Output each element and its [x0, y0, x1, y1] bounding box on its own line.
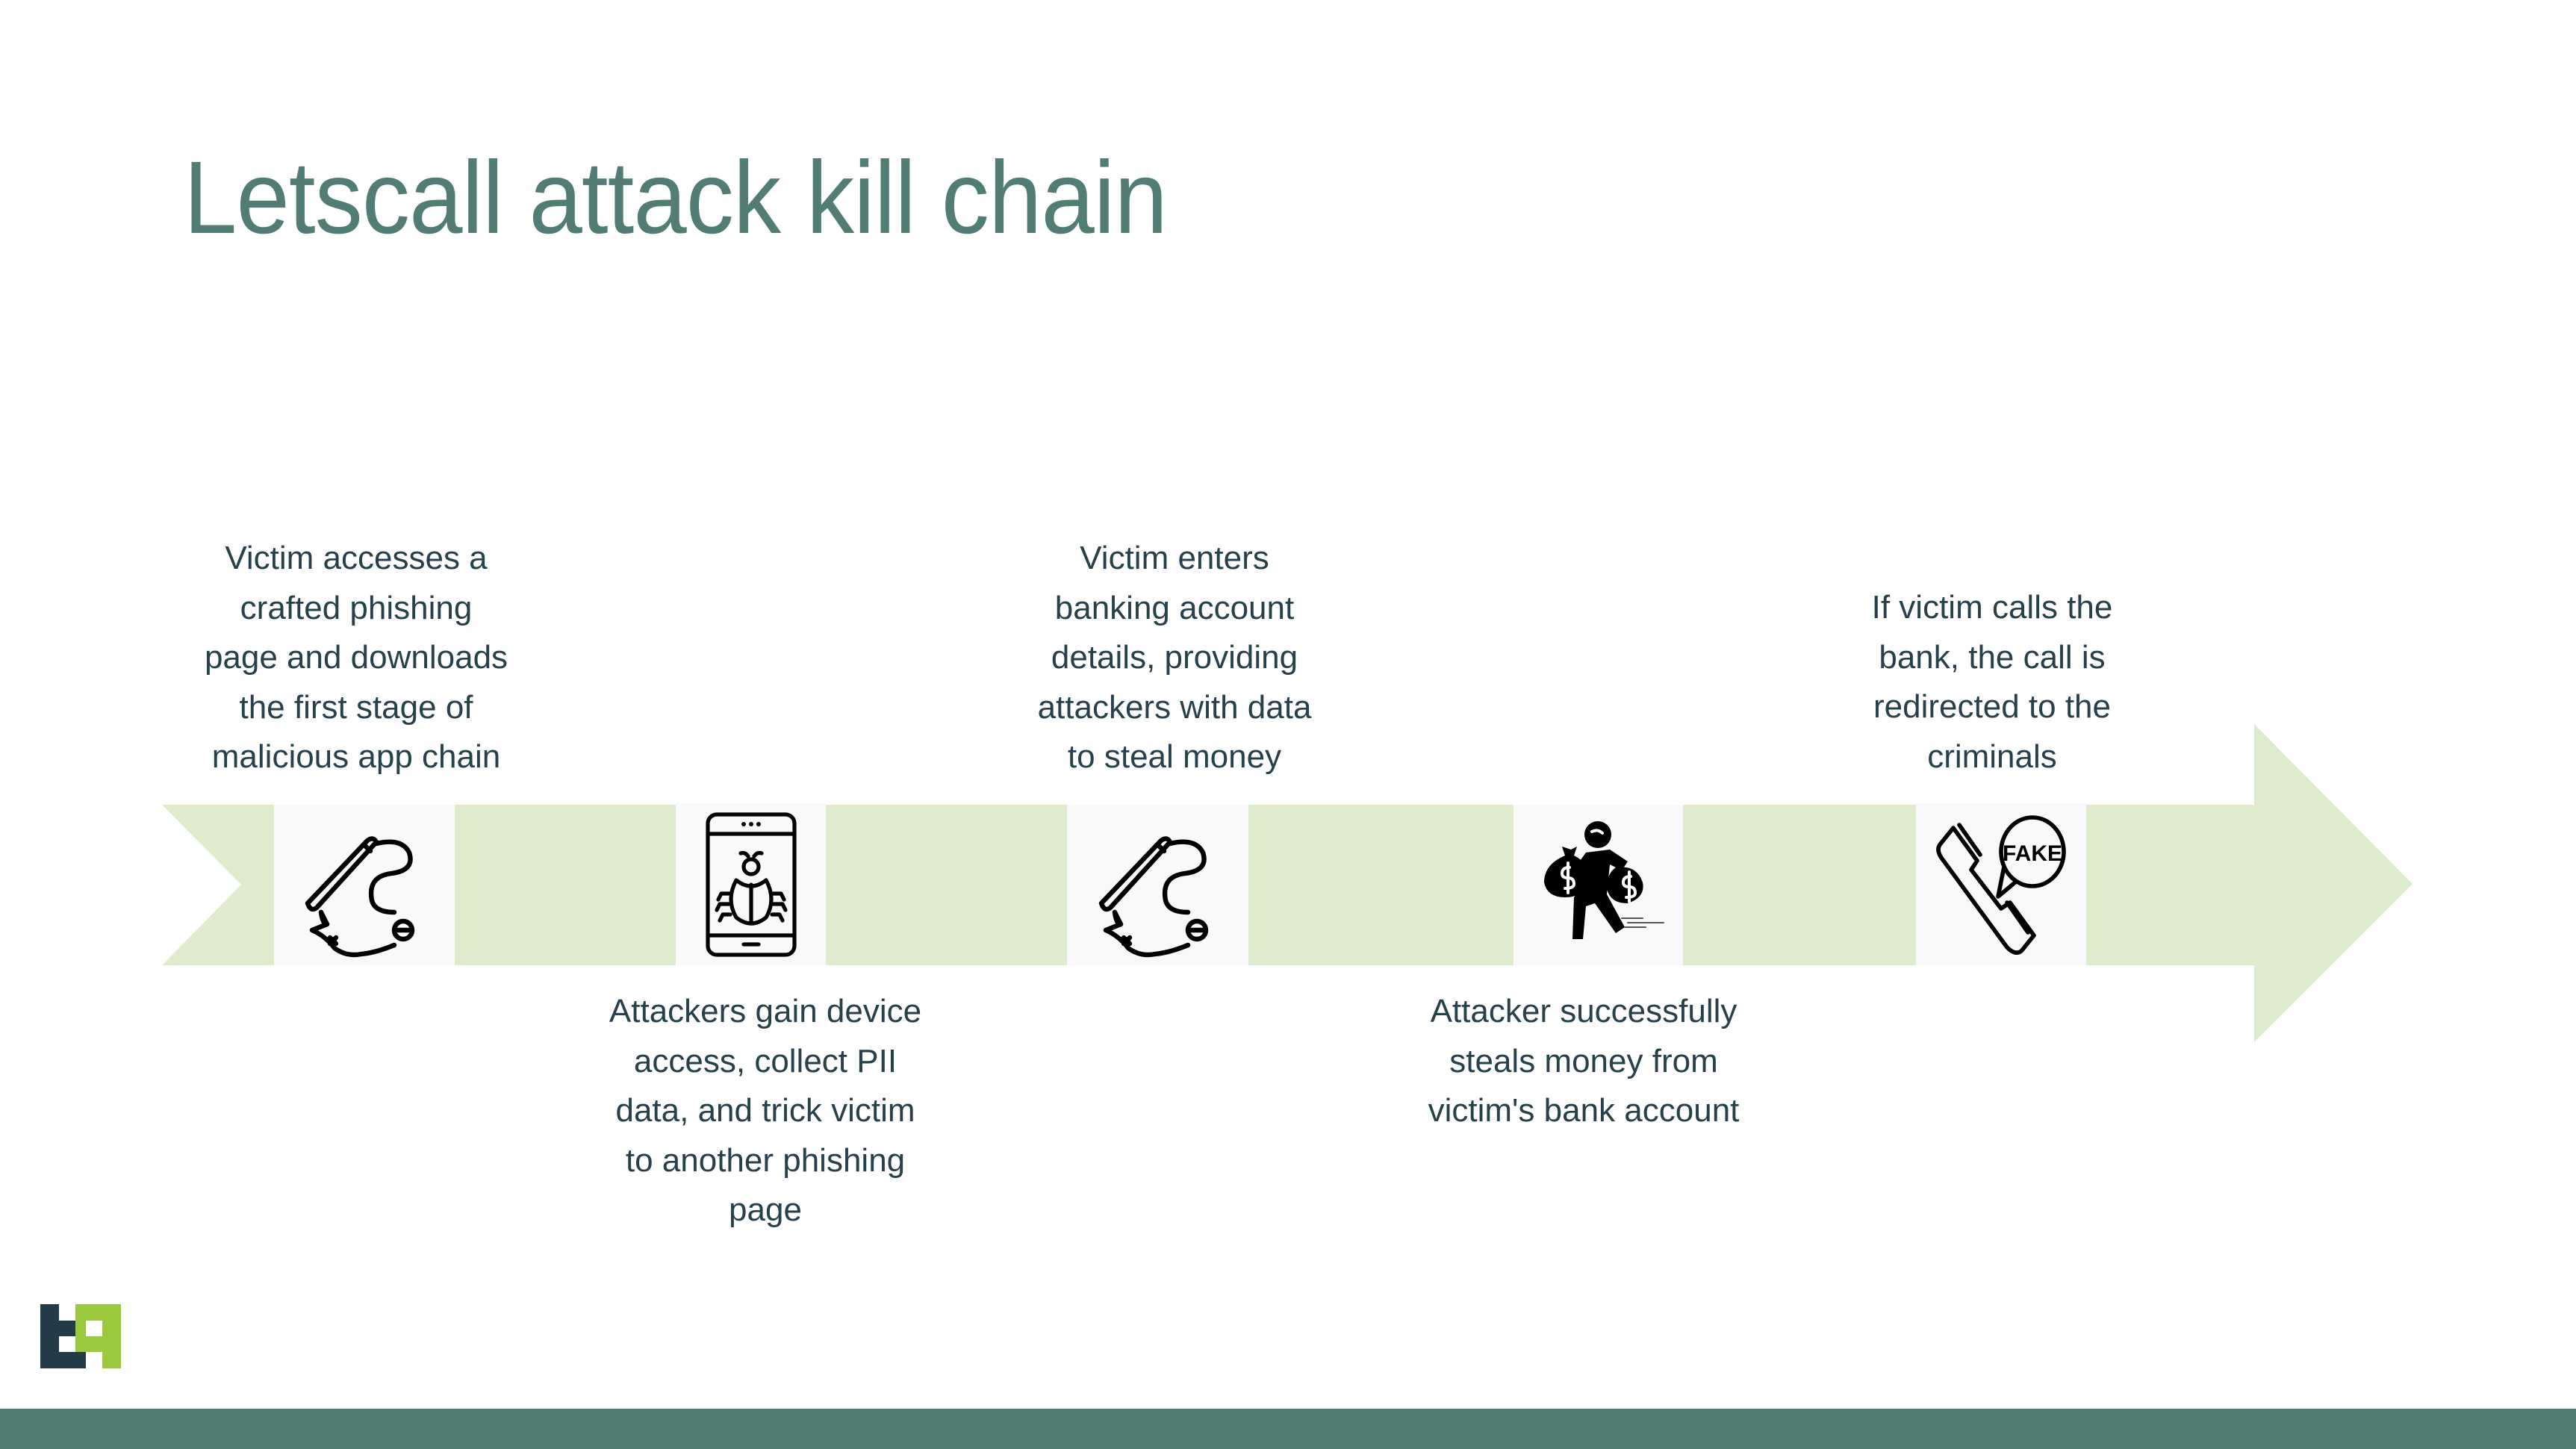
fake-call-icon: FAKE — [1936, 814, 2066, 955]
step-2-description: Attackers gain device access, collect PI… — [609, 993, 922, 1228]
step-2-icon-box — [676, 803, 826, 965]
step-1-description: Victim accesses a crafted phishing page … — [204, 540, 508, 775]
step-5-description: If victim calls the bank, the call is re… — [1871, 589, 2113, 775]
step-3-icon-box — [1067, 805, 1248, 965]
company-logo — [40, 1304, 121, 1368]
mobile-bug-icon — [705, 811, 797, 957]
footer-bar — [0, 1409, 2576, 1449]
phishing-rod-icon — [1098, 835, 1208, 957]
thief-money-bags-icon — [1543, 820, 1664, 939]
slide-title: Letscall attack kill chain — [184, 140, 1168, 255]
phishing-rod-icon — [305, 835, 415, 957]
step-3-description: Victim enters banking account details, p… — [1037, 540, 1312, 775]
step-5-icon-box: FAKE — [1916, 803, 2086, 965]
step-4-description: Attacker successfully steals money from … — [1428, 993, 1740, 1129]
step-1-icon-box — [274, 805, 455, 965]
step-4-icon-box — [1513, 805, 1683, 965]
fake-label: FAKE — [2003, 841, 2062, 866]
